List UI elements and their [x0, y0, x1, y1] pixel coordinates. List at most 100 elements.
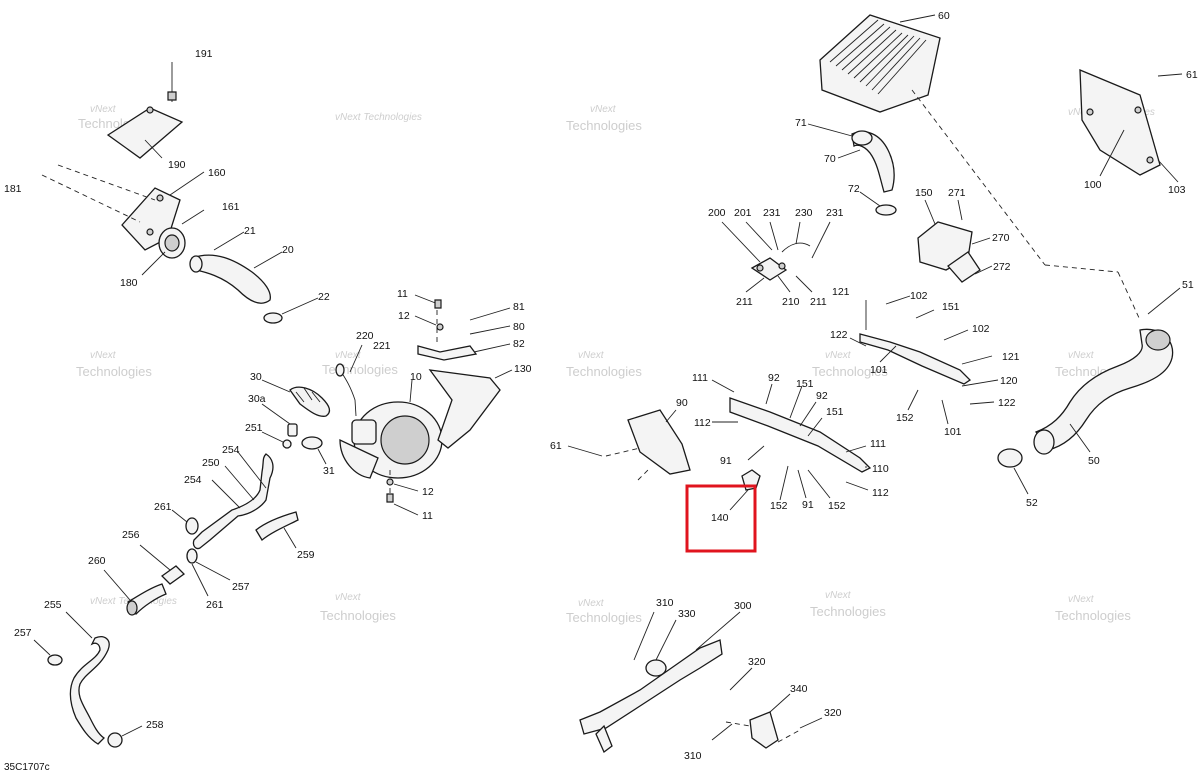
callout-103: 103	[1168, 184, 1186, 196]
callout-255: 255	[44, 599, 62, 611]
callout-256: 256	[122, 529, 140, 541]
hose-259	[255, 511, 299, 549]
callout-12-top: 12	[398, 310, 410, 322]
callout-200: 200	[708, 207, 726, 219]
svg-text:Technologies: Technologies	[566, 364, 642, 379]
svg-text:vNext: vNext	[1068, 350, 1095, 361]
heatshield-130	[428, 369, 513, 449]
fitting-256	[139, 544, 186, 585]
callout-110: 110	[872, 463, 889, 475]
callout-120: 120	[1000, 375, 1018, 387]
svg-text:vNext: vNext	[590, 104, 617, 115]
callout-82: 82	[513, 338, 525, 350]
callout-257-a: 257	[232, 581, 250, 593]
bracket-120	[849, 295, 999, 425]
callout-190: 190	[168, 159, 186, 171]
callout-72: 72	[848, 183, 860, 195]
callout-151-a: 151	[942, 301, 960, 313]
clamp-52	[997, 448, 1029, 495]
callout-310-a: 310	[656, 597, 674, 609]
oil-return-line-250	[192, 451, 274, 550]
callout-258: 258	[146, 719, 164, 731]
callout-340: 340	[790, 683, 808, 695]
callout-330: 330	[678, 608, 696, 620]
callout-100: 100	[1084, 179, 1102, 191]
callout-112-a: 112	[694, 417, 711, 429]
oring-257-261	[186, 548, 231, 597]
bolts-11-12-top	[414, 294, 444, 331]
oring-261-upper	[171, 509, 199, 535]
callout-121-a: 121	[832, 286, 850, 298]
callout-161: 161	[222, 201, 240, 213]
callout-140: 140	[711, 512, 729, 524]
callout-254-a: 254	[222, 444, 240, 456]
callout-271: 271	[948, 187, 966, 199]
callout-10: 10	[410, 371, 422, 383]
heatshield-150	[917, 199, 993, 283]
svg-text:vNext: vNext	[578, 350, 605, 361]
callout-231-b: 231	[826, 207, 844, 219]
callout-91-a: 91	[720, 455, 732, 467]
callout-180: 180	[120, 277, 138, 289]
callout-122-b: 122	[998, 397, 1016, 409]
callout-112-b: 112	[872, 487, 889, 499]
clamp-72	[859, 191, 897, 216]
callout-251: 251	[245, 422, 263, 434]
clamp-258	[107, 725, 143, 748]
callout-300: 300	[734, 600, 752, 612]
callout-81: 81	[513, 301, 525, 313]
callout-210: 210	[782, 296, 800, 308]
callout-20: 20	[282, 244, 294, 256]
callout-272: 272	[993, 261, 1011, 273]
callout-101-a: 101	[870, 364, 888, 376]
callout-71: 71	[795, 117, 807, 129]
outlet-pipe-50	[1033, 287, 1181, 455]
intake-hose-20	[189, 231, 283, 304]
callout-80: 80	[513, 321, 525, 333]
svg-text:Technologies: Technologies	[1055, 608, 1131, 623]
callout-50: 50	[1088, 455, 1100, 467]
bolts-12-11-lower	[386, 470, 419, 516]
watermark: vNext Technologies	[335, 112, 422, 123]
svg-text:Technologies: Technologies	[566, 118, 642, 133]
callout-201: 201	[734, 207, 752, 219]
bracket-80	[417, 307, 511, 361]
clamp-257-lower	[33, 639, 63, 666]
callout-152-a: 152	[896, 412, 914, 424]
callout-91-b: 91	[802, 499, 814, 511]
callout-260: 260	[88, 555, 106, 567]
callout-220: 220	[356, 330, 374, 342]
pipe-70-71	[807, 123, 895, 193]
callout-181: 181	[4, 183, 22, 195]
callout-52: 52	[1026, 497, 1038, 509]
callout-92-a: 92	[768, 372, 780, 384]
callout-151-b: 151	[796, 378, 814, 390]
fitting-251	[261, 431, 292, 449]
callout-11-top: 11	[397, 288, 408, 300]
callout-90: 90	[676, 397, 688, 409]
svg-text:Technologies: Technologies	[566, 610, 642, 625]
callout-231-a: 231	[763, 207, 781, 219]
callout-labels: 191 190 181 160 161 21 20 180 22 11 12 8…	[4, 10, 1198, 762]
svg-text:vNext: vNext	[825, 590, 852, 601]
oil-line-220	[335, 344, 363, 417]
callout-11-lower: 11	[422, 510, 433, 522]
svg-text:vNext: vNext	[90, 350, 117, 361]
callout-261-lower: 261	[206, 599, 224, 611]
callout-21: 21	[244, 225, 256, 237]
callout-191: 191	[195, 48, 213, 60]
clamp-22	[263, 297, 319, 324]
svg-text:vNext: vNext	[90, 104, 117, 115]
svg-text:vNext: vNext	[335, 592, 362, 603]
callout-22: 22	[318, 291, 330, 303]
callout-61-top: 61	[1186, 69, 1198, 81]
callout-111-b: 111	[870, 438, 886, 450]
svg-text:vNext Technologies: vNext Technologies	[335, 112, 422, 123]
callout-320-a: 320	[748, 656, 766, 668]
